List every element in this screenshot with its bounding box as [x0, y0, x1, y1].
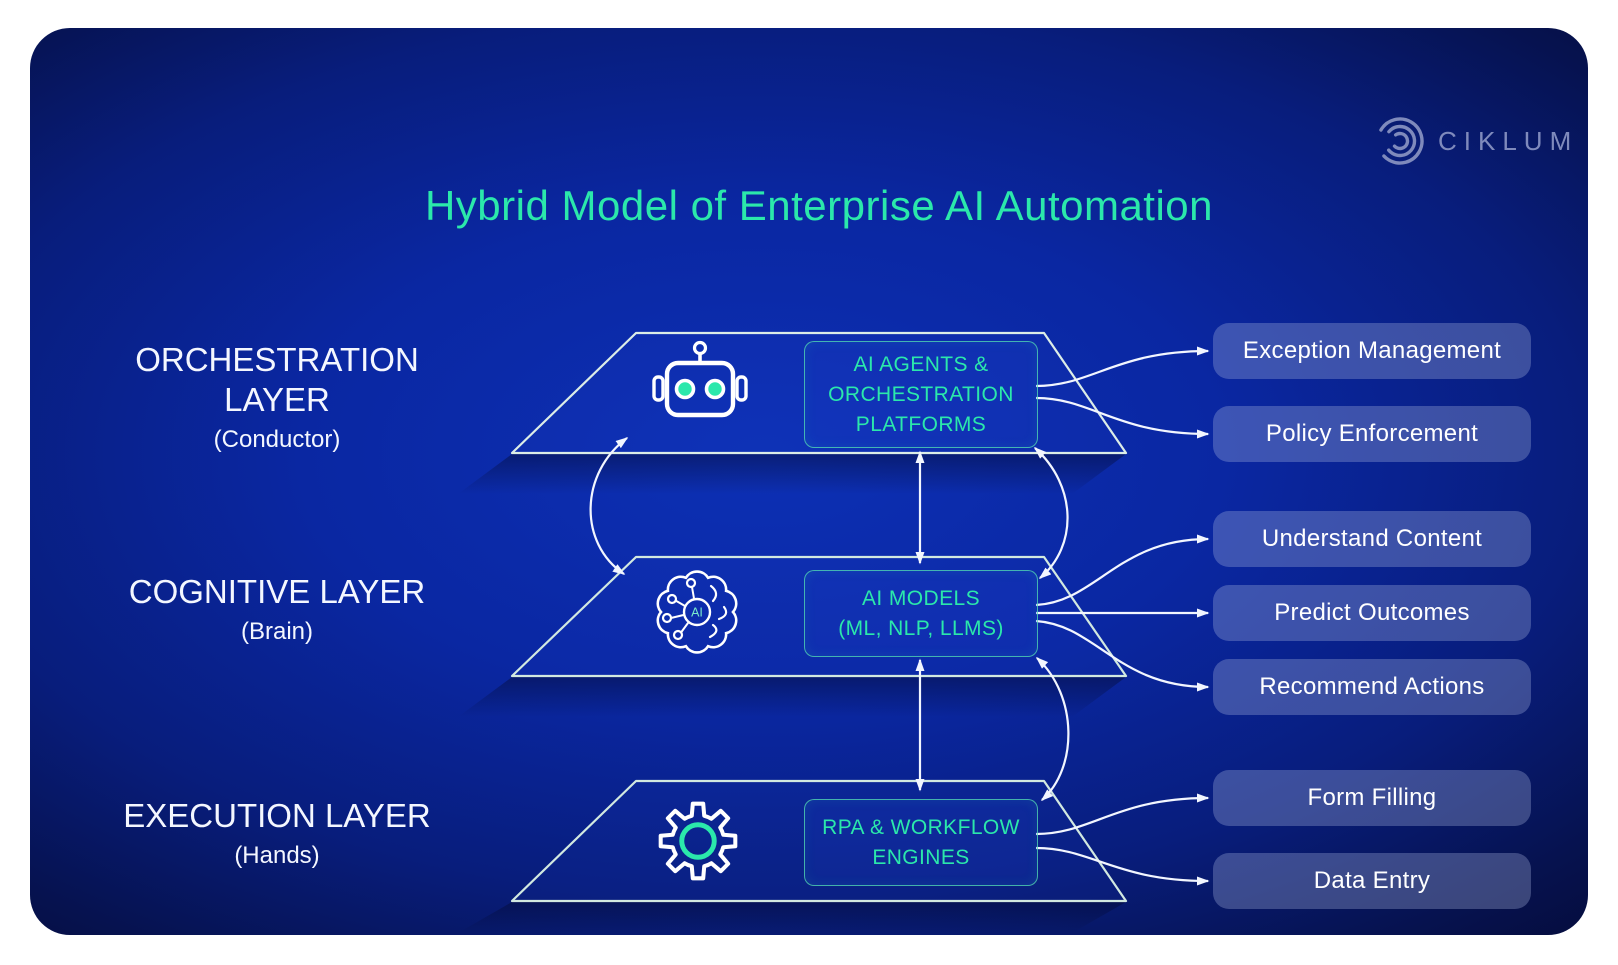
execution-layer-label: EXECUTION LAYER (Hands)	[112, 796, 442, 871]
layer2-shadow	[458, 677, 1126, 717]
layer-label-line: LAYER	[224, 381, 330, 418]
execution-trapezoid	[510, 779, 1128, 903]
layer-label-line: EXECUTION LAYER	[123, 797, 431, 834]
pill-predict-outcomes: Predict Outcomes	[1213, 585, 1531, 641]
layer-sublabel: (Brain)	[240, 618, 313, 645]
arrow-to-policy-enforcement	[1035, 396, 1210, 439]
pill-form-filling: Form Filling	[1213, 770, 1531, 826]
layer-sublabel: (Hands)	[234, 842, 320, 869]
rpa-workflow-box: RPA & WORKFLOW ENGINES	[804, 799, 1038, 886]
gear-icon	[658, 801, 738, 881]
box-line: ENGINES	[872, 845, 970, 869]
arrow-l2-l3-right-curve	[1035, 656, 1070, 801]
layer-sublabel: (Conductor)	[213, 426, 341, 453]
box-line: AI MODELS	[862, 586, 980, 610]
diagram-graphics: AI	[458, 117, 1424, 933]
arrow-l1-l2-left-curve	[589, 437, 629, 575]
layer-label-line: COGNITIVE LAYER	[128, 573, 426, 610]
arrow-to-exception-management	[1035, 346, 1210, 388]
arrow-to-data-entry	[1035, 846, 1210, 886]
layer3-shadow	[458, 902, 1126, 933]
orchestration-layer-label: ORCHESTRATION LAYER (Conductor)	[112, 340, 442, 455]
pill-exception-management: Exception Management	[1213, 323, 1531, 379]
diagram-panel: AI Hybrid Model of Enterprise AI Automat…	[30, 28, 1588, 935]
orchestration-trapezoid	[510, 331, 1128, 455]
layer1-shadow	[458, 454, 1126, 494]
cognitive-layer-label: COGNITIVE LAYER (Brain)	[112, 572, 442, 647]
layer-label-line: ORCHESTRATION	[135, 341, 419, 378]
pill-understand-content: Understand Content	[1213, 511, 1531, 567]
arrow-to-form-filling	[1035, 793, 1210, 836]
ai-agents-box: AI AGENTS & ORCHESTRATION PLATFORMS	[804, 341, 1038, 448]
box-line: AI AGENTS &	[853, 352, 989, 376]
page-title: Hybrid Model of Enterprise AI Automation	[424, 182, 1214, 229]
box-line: RPA & WORKFLOW	[822, 815, 1020, 839]
pill-data-entry: Data Entry	[1213, 853, 1531, 909]
cognitive-trapezoid	[510, 555, 1128, 678]
box-line: PLATFORMS	[855, 412, 987, 436]
pill-policy-enforcement: Policy Enforcement	[1213, 406, 1531, 462]
brain-ai-icon: AI	[656, 570, 738, 654]
box-line: (ML, NLP, LLMS)	[838, 616, 1004, 640]
arrow-to-understand-content	[1035, 534, 1210, 607]
arrow-l1-l2-right-curve	[1033, 446, 1069, 579]
robot-icon	[652, 340, 748, 418]
arrow-to-recommend-actions	[1035, 619, 1210, 692]
pill-recommend-actions: Recommend Actions	[1213, 659, 1531, 715]
box-line: ORCHESTRATION	[828, 382, 1014, 406]
ciklum-logo-icon	[1376, 117, 1424, 165]
ai-models-box: AI MODELS (ML, NLP, LLMS)	[804, 570, 1038, 657]
brand-wordmark: CIKLUM	[1438, 126, 1579, 156]
brain-ai-badge: AI	[691, 606, 703, 620]
